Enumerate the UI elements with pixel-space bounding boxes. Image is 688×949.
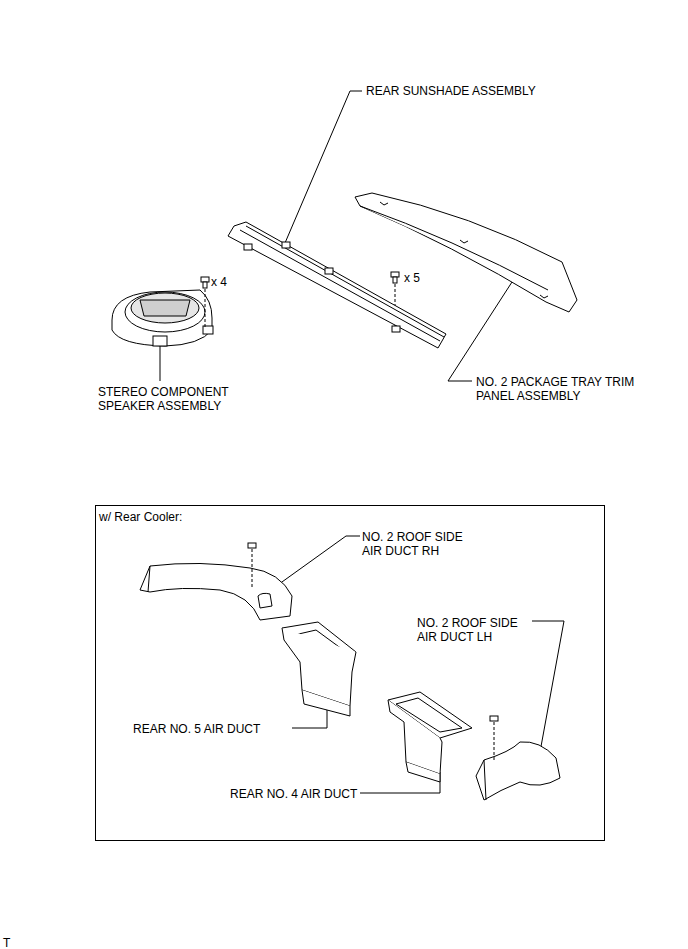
quantity: x 5 — [404, 271, 434, 285]
part-name: NO. 2 ROOF SIDE AIR DUCT LH — [417, 616, 529, 644]
leader-line — [448, 282, 512, 381]
part-name: REAR SUNSHADE ASSEMBLY — [366, 84, 566, 98]
figure-code: T — [3, 936, 23, 949]
air-duct-illustration — [476, 716, 560, 800]
air-duct-illustration — [388, 692, 472, 782]
sunshade-illustration — [228, 222, 446, 348]
leader-line — [532, 621, 564, 752]
tray-panel-illustration — [355, 193, 577, 312]
condition-note: w/ Rear Cooler: — [96, 506, 185, 528]
part-name: NO. 2 PACKAGE TRAY TRIM PANEL ASSEMBLY — [476, 375, 656, 403]
bolt-symbol — [201, 277, 209, 328]
speaker-illustration — [112, 290, 213, 346]
quantity: x 4 — [211, 275, 241, 289]
leader-line — [285, 91, 362, 243]
air-duct-illustration — [282, 622, 356, 716]
part-name: STEREO COMPONENT SPEAKER ASSEMBLY — [98, 385, 238, 413]
air-duct-illustration — [140, 543, 292, 620]
part-name: REAR NO. 5 AIR DUCT — [133, 722, 293, 736]
part-name: REAR NO. 4 AIR DUCT — [230, 787, 390, 801]
part-name: NO. 2 ROOF SIDE AIR DUCT RH — [362, 530, 474, 558]
